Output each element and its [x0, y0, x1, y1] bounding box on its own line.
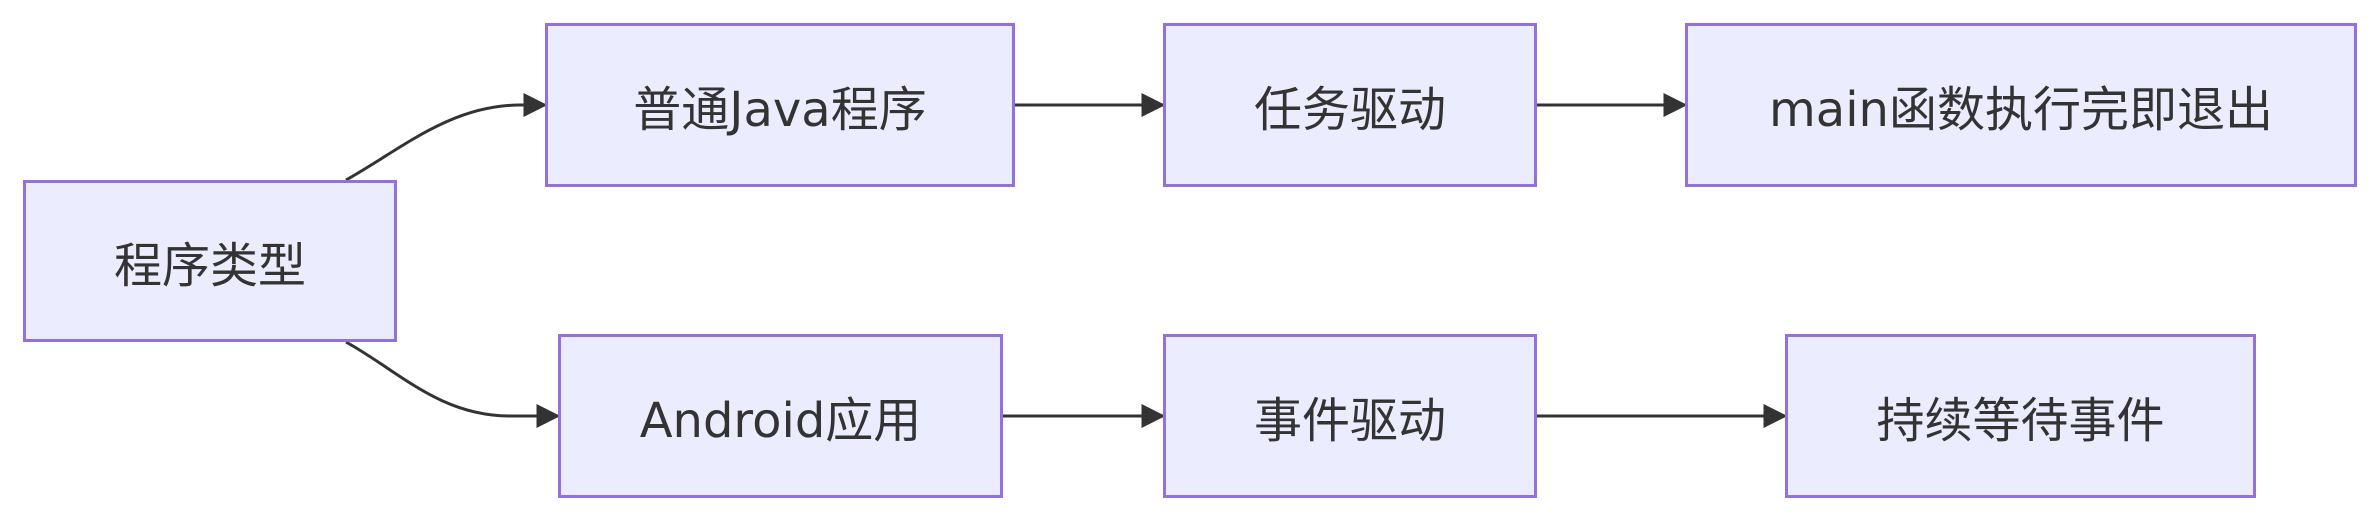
node-label: 任务驱动	[1253, 82, 1446, 138]
node-event-driven: 事件驱动	[1163, 334, 1537, 498]
node-label: Android应用	[639, 393, 922, 449]
node-main-exit: main函数执行完即退出	[1685, 23, 2357, 187]
node-label: 持续等待事件	[1876, 393, 2165, 449]
edge-root-to-android	[345, 340, 561, 428]
node-label: 事件驱动	[1253, 393, 1446, 449]
edge-root-to-java	[345, 93, 548, 182]
node-label: 普通Java程序	[633, 82, 927, 138]
node-program-type: 程序类型	[23, 180, 397, 342]
node-task-driven: 任务驱动	[1163, 23, 1537, 187]
node-label: main函数执行完即退出	[1769, 82, 2273, 138]
node-android-app: Android应用	[558, 334, 1003, 498]
node-wait-events: 持续等待事件	[1785, 334, 2256, 498]
node-label: 程序类型	[113, 238, 306, 294]
node-java-program: 普通Java程序	[545, 23, 1015, 187]
